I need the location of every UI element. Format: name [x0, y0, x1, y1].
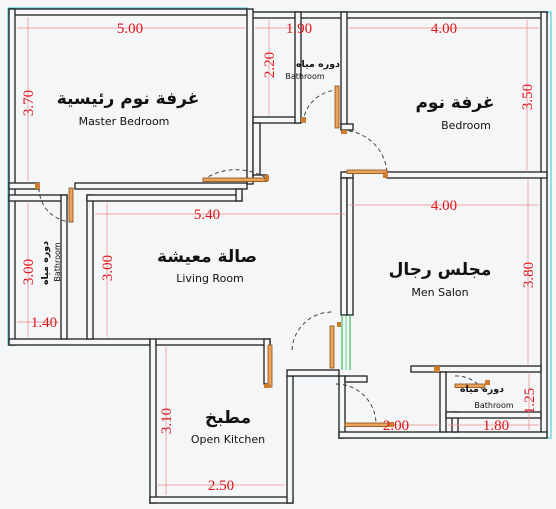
dim-master-height: 3.70 — [21, 90, 37, 116]
master-bedroom-en: Master Bedroom — [79, 115, 170, 128]
dim-salon-width: 4.00 — [431, 198, 457, 214]
room-labels: غرفة نوم رئيسية Master Bedroom دوره مياه… — [40, 59, 514, 446]
dim-bath-right-width: 1.80 — [483, 418, 509, 434]
kitchen-ar: مطبخ — [205, 408, 251, 428]
dim-bedroom-width: 4.00 — [431, 21, 457, 37]
door-leaves — [35, 85, 490, 427]
bath-right-en: Bathroom — [474, 401, 514, 410]
dim-bath-left-width: 1.40 — [31, 315, 57, 331]
bath-top-en: Bathroom — [285, 72, 325, 81]
bath-left-en: Bathroom — [53, 242, 62, 282]
master-bedroom-ar: غرفة نوم رئيسية — [57, 89, 200, 109]
dim-bath-right-height: 1.25 — [522, 388, 538, 414]
bedroom-ar: غرفة نوم — [415, 93, 494, 113]
green-opening — [341, 315, 351, 370]
living-room-en: Living Room — [176, 272, 244, 285]
bedroom-en: Bedroom — [441, 119, 491, 132]
living-room-ar: صالة معيشة — [157, 247, 257, 267]
bath-right-ar: دوره مياه — [460, 384, 504, 395]
kitchen-en: Open Kitchen — [191, 433, 265, 446]
dim-living-width: 5.40 — [194, 207, 220, 223]
dim-bedroom-height: 3.50 — [520, 84, 536, 110]
men-salon-en: Men Salon — [411, 286, 468, 299]
dim-kitchen-height: 3.10 — [159, 408, 175, 434]
men-salon-ar: مجلس رجال — [389, 260, 492, 280]
dimension-labels: 5.00 3.70 1.90 2.20 4.00 3.50 3.00 1.40 … — [21, 21, 538, 494]
door-swings — [38, 89, 485, 425]
dim-bath-top-width: 1.90 — [286, 21, 312, 37]
dim-master-width: 5.00 — [117, 21, 143, 37]
bath-top-ar: دوره مياه — [296, 59, 340, 70]
dim-bath-top-height: 2.20 — [262, 52, 278, 78]
bath-left-ar: دوره مياه — [40, 241, 51, 285]
dim-bath-left-height: 3.00 — [21, 259, 37, 285]
dim-living-height: 3.00 — [100, 255, 116, 281]
dim-salon-height: 3.80 — [521, 262, 537, 288]
dim-bath-right-extra: 2.00 — [383, 418, 409, 434]
dim-kitchen-width: 2.50 — [208, 478, 234, 494]
walls — [8, 8, 548, 504]
